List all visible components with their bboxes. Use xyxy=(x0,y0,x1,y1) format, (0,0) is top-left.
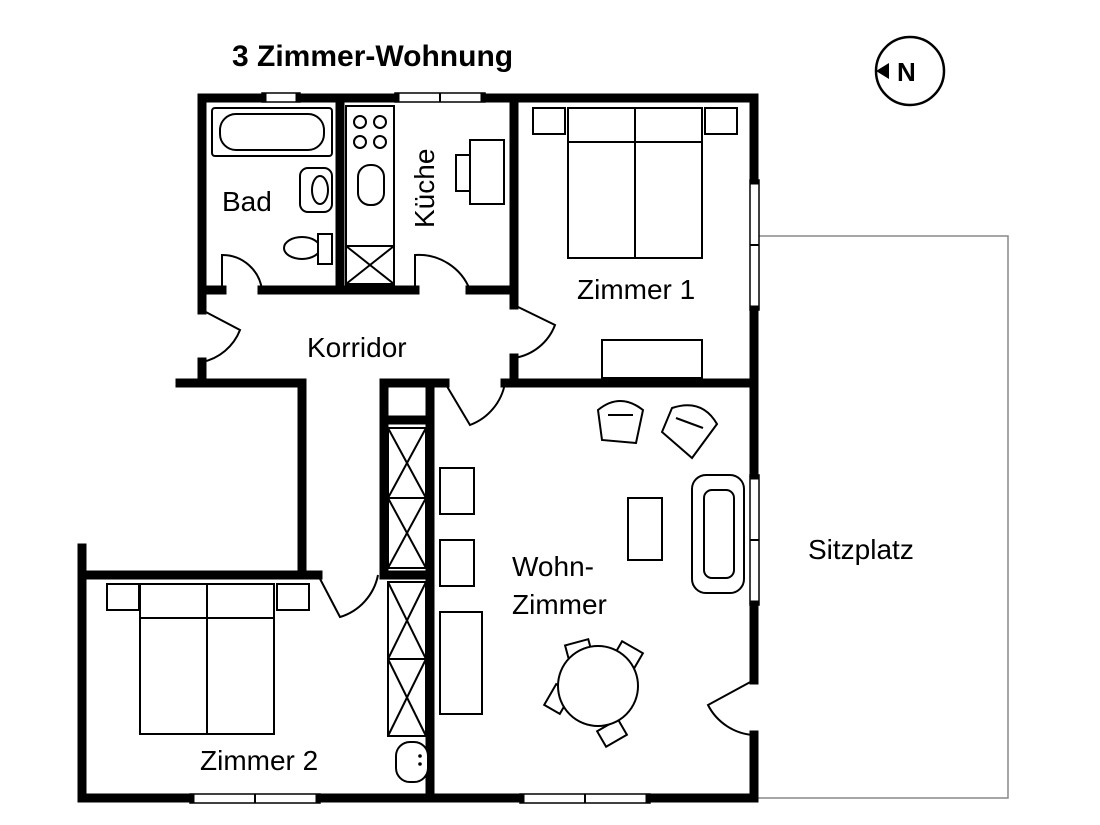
sofa-icon xyxy=(691,474,745,594)
north-compass-icon: N xyxy=(874,35,946,107)
toilet-icon xyxy=(283,233,333,265)
bathtub-icon xyxy=(211,107,333,157)
armchair-icon xyxy=(596,400,645,445)
room-label-kueche: Küche xyxy=(409,149,440,228)
sitzplatz-outline xyxy=(754,235,1009,799)
room-label-zimmer2: Zimmer 2 xyxy=(200,745,318,776)
compass-letter: N xyxy=(897,57,916,87)
wardrobe-icon xyxy=(387,581,427,737)
shelf-icon xyxy=(439,467,483,715)
north-arrow-icon xyxy=(876,63,889,79)
doors xyxy=(201,253,755,736)
double-bed-icon xyxy=(532,107,738,259)
armchair-icon xyxy=(660,404,719,460)
room-label-korridor: Korridor xyxy=(307,332,407,363)
desk-icon xyxy=(601,339,703,379)
sink-icon xyxy=(357,164,385,206)
wardrobe-icon xyxy=(387,427,427,569)
room-label-wohnzimmer-line1: Wohn- xyxy=(512,551,594,582)
room-label-bad: Bad xyxy=(222,186,272,217)
room-label-sitzplatz: Sitzplatz xyxy=(808,534,914,565)
dining-table-icon xyxy=(542,637,645,749)
stove-icon xyxy=(353,115,387,149)
fridge-icon xyxy=(345,245,395,285)
room-label-wohnzimmer-line2: Zimmer xyxy=(512,589,607,620)
washbasin-icon xyxy=(395,741,429,783)
washbasin-icon xyxy=(299,167,333,213)
walls xyxy=(77,93,759,803)
room-label-zimmer1: Zimmer 1 xyxy=(577,274,695,305)
plan-title: 3 Zimmer-Wohnung xyxy=(232,40,513,73)
coffee-table-icon xyxy=(627,497,663,561)
kitchen-table-icon xyxy=(455,139,505,205)
double-bed-icon xyxy=(106,583,310,735)
